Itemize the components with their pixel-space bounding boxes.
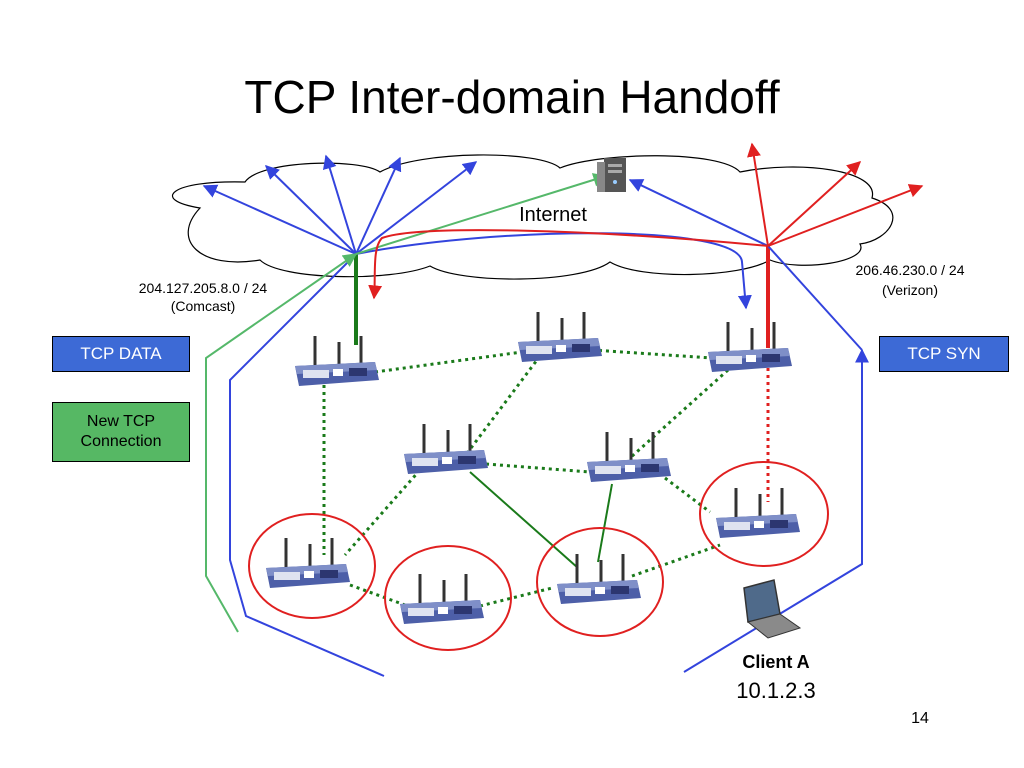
wireless-router-icon [398,572,486,626]
page-number: 14 [911,710,929,727]
internet-label: Internet [519,204,587,226]
comcast-name-label: (Comcast) [170,298,236,314]
laptop-icon [743,579,802,639]
tcp-data-box: TCP DATA [52,336,190,372]
highlight-circle [248,513,376,619]
wireless-router-icon [516,310,604,364]
internet-cloud [171,154,894,280]
highlight-circle [699,461,829,567]
wireless-router-icon [293,334,381,388]
tcp-syn-box: TCP SYN [879,336,1009,372]
server-icon [597,158,626,192]
verizon-subnet-label: 206.46.230.0 / 24 [855,262,965,278]
wireless-router-icon [714,486,802,540]
client-name-label: Client A [742,652,810,672]
highlight-circle [536,527,664,637]
verizon-name-label: (Verizon) [881,282,939,298]
wireless-router-icon [585,430,673,484]
highlight-circle [384,545,512,651]
new-tcp-connection-box: New TCP Connection [52,402,190,462]
comcast-subnet-label: 204.127.205.8.0 / 24 [138,280,268,296]
wireless-router-icon [706,320,794,374]
slide-title: TCP Inter-domain Handoff [244,71,780,123]
wireless-router-icon [264,536,352,590]
client-ip-label: 10.1.2.3 [736,678,816,703]
wireless-router-icon [402,422,490,476]
